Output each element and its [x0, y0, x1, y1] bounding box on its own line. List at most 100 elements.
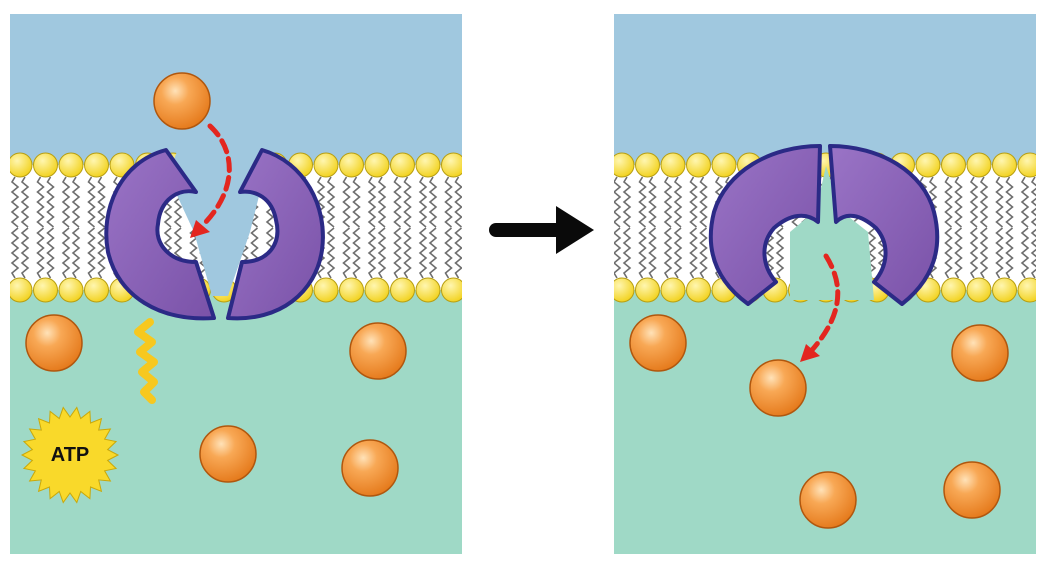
lipid-head [441, 152, 462, 178]
lipid-tail [944, 227, 953, 279]
lipid-tail [648, 176, 657, 228]
lipid-head [686, 152, 711, 178]
lipid-tail [10, 227, 20, 279]
lipid-tail [954, 176, 963, 228]
lipid-tail [444, 176, 453, 228]
lipid-tail [393, 227, 402, 279]
dashed-arrow-inward [199, 123, 232, 229]
lipid-head [84, 277, 109, 303]
lipid-tail [403, 227, 412, 279]
lipid-tail [352, 176, 361, 228]
transporter-subunit [828, 144, 940, 306]
lipid-head [1017, 277, 1036, 303]
lipid-tail [622, 176, 632, 228]
solute-molecule [799, 471, 857, 529]
lipid-tail [342, 227, 351, 279]
lipid-tail [699, 227, 708, 279]
lipid-tail [1030, 176, 1036, 227]
lipid-tail [969, 176, 979, 228]
panel-before: ATP [10, 14, 462, 554]
lipid-tail [71, 227, 81, 279]
lipid-head [33, 152, 58, 178]
lipid-tail [454, 227, 462, 279]
lipid-head [614, 277, 635, 303]
solute-group [629, 314, 1009, 529]
lipid-tail [638, 227, 647, 279]
lipid-head [84, 152, 109, 178]
lipid-tail [648, 227, 657, 279]
lipid-tail [979, 227, 989, 279]
lipid-tail [61, 227, 71, 279]
lipid-tail [20, 227, 30, 279]
lipid-tail [326, 227, 336, 279]
lipid-tail [954, 227, 963, 279]
lipid-tail [454, 176, 462, 228]
solute-molecule [199, 425, 257, 483]
solute-molecule [341, 439, 399, 497]
lipid-tail [418, 176, 428, 228]
panel-after [614, 14, 1036, 554]
lipid-head [1017, 152, 1036, 178]
lipid-tail [97, 227, 106, 279]
lipid-head [415, 152, 441, 178]
solute-molecule [25, 314, 83, 372]
lipid-tail [367, 227, 377, 279]
lipid-tail [689, 176, 698, 228]
lipid-tail [46, 227, 55, 279]
lipid-tail [995, 176, 1004, 228]
solute-molecule [629, 314, 687, 372]
lipid-tail [97, 176, 106, 228]
lipid-tail [403, 176, 412, 228]
lipid-tail [87, 176, 96, 228]
lipid-tail [377, 227, 387, 279]
lipid-tail [393, 176, 402, 228]
lipid-tail [673, 227, 683, 279]
lipid-head [635, 277, 660, 303]
transporter-subunit [104, 148, 216, 321]
lipid-tail [689, 227, 698, 279]
lipid-head [660, 152, 686, 178]
transporter-pocket [790, 166, 874, 300]
lipid-head [364, 152, 390, 178]
lipid-head [415, 277, 441, 303]
solute-molecule [951, 324, 1009, 382]
transporter-protein [104, 148, 325, 321]
lipid-head [614, 152, 635, 178]
lipid-tail [428, 176, 438, 228]
lipid-tail [969, 227, 979, 279]
lipid-head [915, 152, 941, 178]
lipid-tail [1020, 227, 1030, 279]
lipid-head [339, 152, 364, 178]
lipid-head [33, 277, 58, 303]
lipid-tail [622, 227, 632, 279]
lipid-head [390, 152, 415, 178]
lipid-tail [10, 176, 20, 228]
lipid-tail [765, 227, 775, 279]
lipid-head [635, 152, 660, 178]
dashed-arrow-inward [809, 253, 841, 353]
lipid-head [313, 152, 339, 178]
transporter-protein [708, 144, 940, 306]
lipid-head [992, 152, 1017, 178]
lipid-tail [87, 227, 96, 279]
lipid-tail [638, 176, 647, 228]
atp-label: ATP [51, 444, 90, 466]
lipid-head [711, 152, 737, 178]
transporter-pocket [168, 132, 264, 296]
lipid-tail [377, 176, 387, 228]
lipid-head [660, 277, 686, 303]
lipid-head [58, 277, 84, 303]
dashed-arrow-head [800, 344, 820, 362]
lipid-tail [1020, 176, 1030, 228]
lipid-tail [614, 227, 622, 279]
transporter-subunit [226, 148, 325, 321]
lipid-head [686, 277, 711, 303]
lipid-head [364, 277, 390, 303]
lipid-tail [36, 176, 45, 228]
lipid-tail [944, 176, 953, 228]
lipid-tail [444, 227, 453, 279]
solute-molecule [749, 359, 807, 417]
solute-molecule [943, 461, 1001, 519]
dashed-arrow-head [190, 220, 210, 238]
